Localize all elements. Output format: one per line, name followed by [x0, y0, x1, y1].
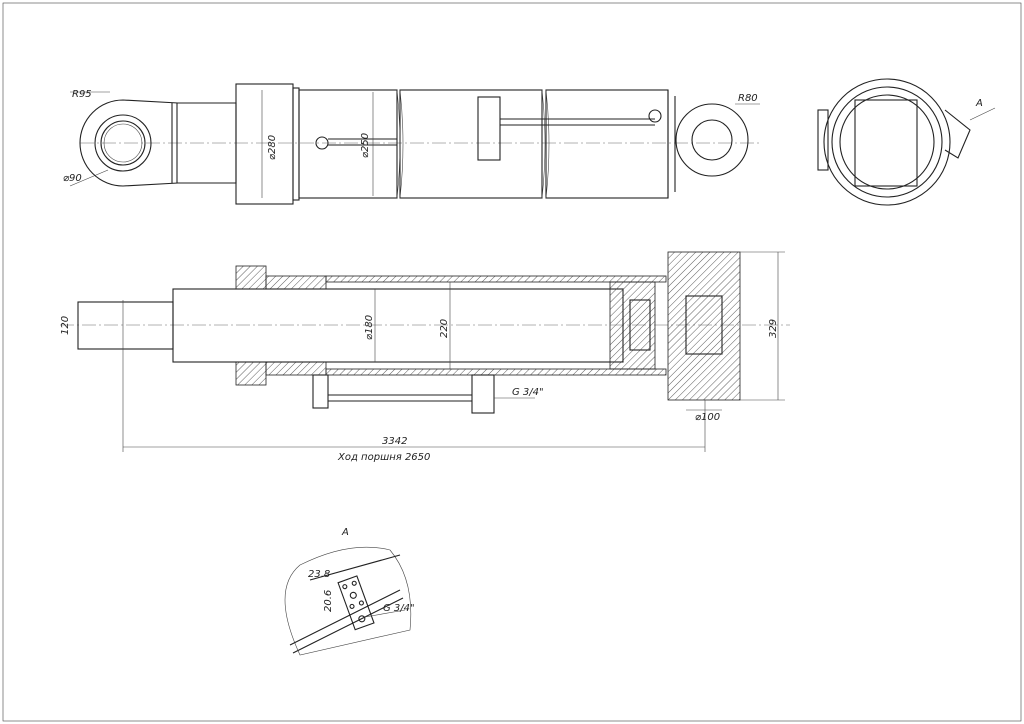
label-20-6: 20.6 [323, 590, 334, 612]
label-120: 120 [60, 316, 71, 335]
label-220: 220 [439, 319, 450, 338]
label-port: G 3/4" [512, 387, 544, 398]
label-d90: ⌀90 [63, 173, 82, 184]
end-view: A [817, 78, 996, 206]
detail-a-port: G 3/4" [383, 603, 415, 614]
section-view: 120 ⌀180 220 329 ⌀100 G 3/4" 3342 Ход по… [60, 251, 790, 463]
label-d280: ⌀280 [267, 135, 278, 160]
label-d180: ⌀180 [364, 315, 375, 340]
label-23-8: 23.8 [308, 569, 330, 580]
label-stroke: Ход поршня 2650 [337, 452, 430, 463]
top-view: R95 ⌀90 ⌀280 ⌀250 R80 [63, 83, 760, 205]
label-d100: ⌀100 [695, 412, 720, 423]
label-r95: R95 [72, 89, 92, 100]
detail-a-title: A [341, 527, 349, 538]
label-r80: R80 [738, 93, 758, 104]
label-3342: 3342 [382, 436, 407, 447]
label-view-a: A [975, 98, 983, 109]
label-329: 329 [768, 319, 779, 338]
detail-a: A 23.8 20.6 G 3/4" [284, 527, 415, 656]
label-d250: ⌀250 [360, 133, 371, 158]
